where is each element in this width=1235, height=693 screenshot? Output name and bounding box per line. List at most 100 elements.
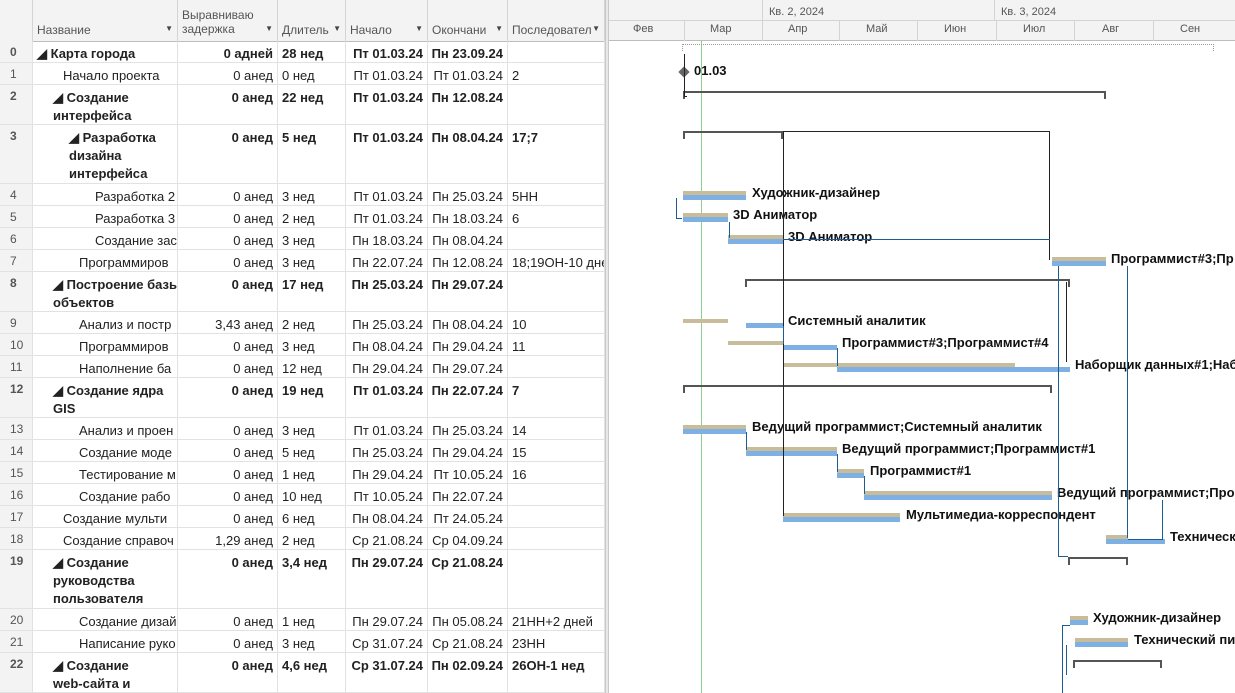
task-succ-cell[interactable] — [508, 41, 605, 62]
task-succ-cell[interactable] — [508, 506, 605, 527]
task-start-cell[interactable]: Пт 01.03.24 — [346, 206, 428, 227]
task-delay-cell[interactable]: 0 анед — [178, 550, 278, 608]
task-delay-cell[interactable]: 0 анед — [178, 250, 278, 271]
task-delay-cell[interactable]: 0 анед — [178, 378, 278, 417]
column-header-delay[interactable]: Выравниваю задержка▼ — [178, 0, 278, 41]
task-delay-cell[interactable]: 0 анед — [178, 206, 278, 227]
task-name-cell[interactable]: ◢ Карта города — [33, 41, 178, 62]
task-delay-cell[interactable]: 0 анед — [178, 272, 278, 311]
task-name-cell[interactable]: Написание руко — [33, 631, 178, 652]
task-name-cell[interactable]: Тестирование м — [33, 462, 178, 483]
task-name-cell[interactable]: Разработка 2 — [33, 184, 178, 205]
task-finish-cell[interactable]: Пн 18.03.24 — [428, 206, 508, 227]
task-delay-cell[interactable]: 0 анед — [178, 631, 278, 652]
task-succ-cell[interactable]: 26ОН-1 нед — [508, 653, 605, 692]
task-finish-cell[interactable]: Пн 22.07.24 — [428, 484, 508, 505]
task-succ-cell[interactable]: 23НН — [508, 631, 605, 652]
task-delay-cell[interactable]: 0 анед — [178, 653, 278, 692]
task-start-cell[interactable]: Ср 31.07.24 — [346, 653, 428, 692]
task-finish-cell[interactable]: Пт 24.05.24 — [428, 506, 508, 527]
task-duration-cell[interactable]: 1 нед — [278, 609, 346, 630]
task-succ-cell[interactable]: 15 — [508, 440, 605, 461]
task-finish-cell[interactable]: Пн 29.07.24 — [428, 356, 508, 377]
task-start-cell[interactable]: Пн 29.04.24 — [346, 356, 428, 377]
chevron-down-icon[interactable]: ▼ — [415, 24, 423, 33]
task-duration-cell[interactable]: 12 нед — [278, 356, 346, 377]
task-finish-cell[interactable]: Пт 10.05.24 — [428, 462, 508, 483]
task-bar[interactable] — [837, 473, 864, 478]
task-finish-cell[interactable]: Пн 12.08.24 — [428, 85, 508, 124]
row-id[interactable]: 4 — [0, 184, 33, 205]
task-duration-cell[interactable]: 5 нед — [278, 125, 346, 183]
row-id[interactable]: 14 — [0, 440, 33, 461]
row-id[interactable]: 1 — [0, 63, 33, 84]
task-delay-cell[interactable]: 0 анед — [178, 440, 278, 461]
task-start-cell[interactable]: Ср 31.07.24 — [346, 631, 428, 652]
task-name-cell[interactable]: Программиров — [33, 334, 178, 355]
task-bar[interactable] — [1075, 642, 1128, 647]
task-duration-cell[interactable]: 3 нед — [278, 184, 346, 205]
task-finish-cell[interactable]: Пн 08.04.24 — [428, 312, 508, 333]
task-delay-cell[interactable]: 0 анед — [178, 609, 278, 630]
task-delay-cell[interactable]: 0 анед — [178, 356, 278, 377]
task-bar[interactable] — [746, 323, 783, 328]
task-duration-cell[interactable]: 3 нед — [278, 334, 346, 355]
task-finish-cell[interactable]: Пн 25.03.24 — [428, 184, 508, 205]
task-succ-cell[interactable]: 6 — [508, 206, 605, 227]
task-delay-cell[interactable]: 0 адней — [178, 41, 278, 62]
task-name-cell[interactable]: Создание дизай — [33, 609, 178, 630]
chevron-down-icon[interactable]: ▼ — [592, 24, 600, 33]
task-finish-cell[interactable]: Пн 08.04.24 — [428, 228, 508, 249]
task-delay-cell[interactable]: 0 анед — [178, 462, 278, 483]
task-start-cell[interactable]: Пн 29.07.24 — [346, 550, 428, 608]
column-header-duration[interactable]: Длитель▼ — [278, 0, 346, 41]
task-duration-cell[interactable]: 3,4 нед — [278, 550, 346, 608]
task-delay-cell[interactable]: 0 анед — [178, 63, 278, 84]
task-name-cell[interactable]: Наполнение ба — [33, 356, 178, 377]
task-finish-cell[interactable]: Пн 22.07.24 — [428, 378, 508, 417]
task-bar[interactable] — [837, 367, 1070, 372]
task-finish-cell[interactable]: Пн 02.09.24 — [428, 653, 508, 692]
task-start-cell[interactable]: Пн 08.04.24 — [346, 334, 428, 355]
task-start-cell[interactable]: Пн 25.03.24 — [346, 440, 428, 461]
task-duration-cell[interactable]: 19 нед — [278, 378, 346, 417]
task-finish-cell[interactable]: Ср 21.08.24 — [428, 631, 508, 652]
task-bar[interactable] — [783, 345, 837, 350]
task-duration-cell[interactable]: 4,6 нед — [278, 653, 346, 692]
task-bar[interactable] — [1106, 539, 1165, 544]
task-start-cell[interactable]: Пт 01.03.24 — [346, 125, 428, 183]
task-finish-cell[interactable]: Пн 05.08.24 — [428, 609, 508, 630]
row-id[interactable]: 7 — [0, 250, 33, 271]
row-id[interactable]: 6 — [0, 228, 33, 249]
task-duration-cell[interactable]: 5 нед — [278, 440, 346, 461]
task-delay-cell[interactable]: 1,29 анед — [178, 528, 278, 549]
task-bar[interactable] — [683, 195, 746, 200]
task-name-cell[interactable]: Анализ и проен — [33, 418, 178, 439]
task-delay-cell[interactable]: 0 анед — [178, 334, 278, 355]
row-id[interactable]: 17 — [0, 506, 33, 527]
task-duration-cell[interactable]: 2 нед — [278, 528, 346, 549]
task-finish-cell[interactable]: Пн 29.04.24 — [428, 334, 508, 355]
task-start-cell[interactable]: Пн 29.07.24 — [346, 609, 428, 630]
row-id[interactable]: 10 — [0, 334, 33, 355]
task-delay-cell[interactable]: 0 анед — [178, 506, 278, 527]
task-bar[interactable] — [728, 239, 783, 244]
task-duration-cell[interactable]: 2 нед — [278, 312, 346, 333]
task-duration-cell[interactable]: 28 нед — [278, 41, 346, 62]
column-header-finish[interactable]: Окончани▼ — [428, 0, 508, 41]
task-finish-cell[interactable]: Ср 21.08.24 — [428, 550, 508, 608]
row-id[interactable]: 11 — [0, 356, 33, 377]
task-duration-cell[interactable]: 3 нед — [278, 418, 346, 439]
chevron-down-icon[interactable]: ▼ — [333, 24, 341, 33]
